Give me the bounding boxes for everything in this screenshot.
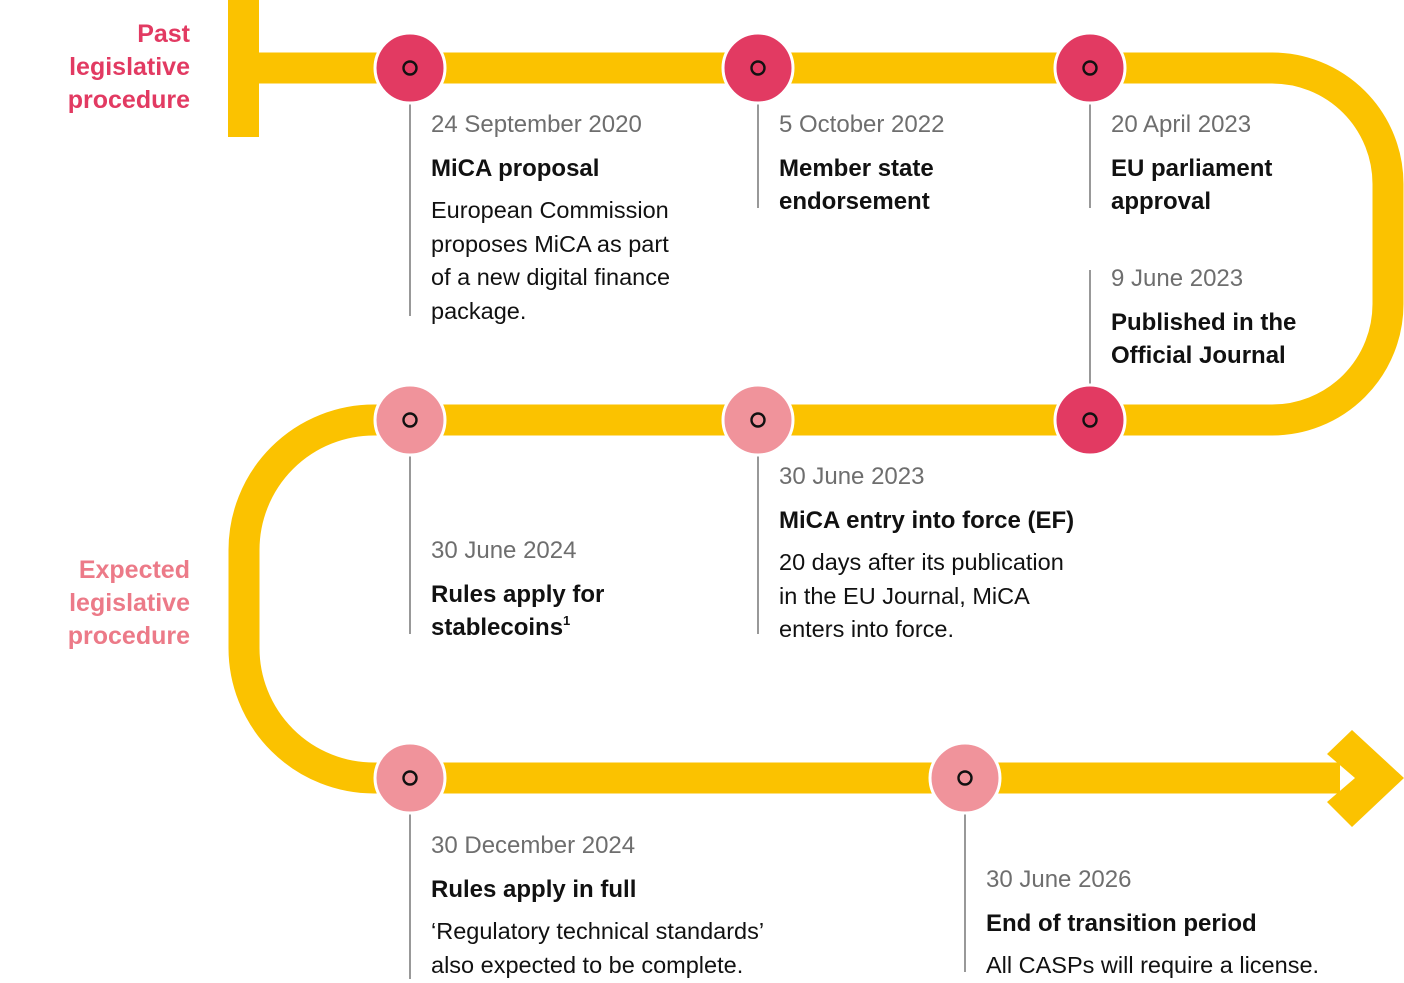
event-date: 30 June 2026: [986, 866, 1132, 893]
event-node-disc: [1053, 31, 1127, 105]
event-date: 5 October 2022: [779, 111, 945, 138]
event-node-0: [373, 31, 447, 105]
event-mica-proposal: 24 September 2020 MiCA proposal European…: [431, 111, 670, 328]
event-node-ring-icon: [402, 412, 418, 428]
event-node-2: [1053, 31, 1127, 105]
event-node-3: [1053, 383, 1127, 457]
event-node-5: [373, 383, 447, 457]
event-date: 24 September 2020: [431, 111, 642, 138]
event-node-disc: [721, 31, 795, 105]
event-title: Rules apply in full: [431, 876, 637, 903]
event-node-disc: [928, 741, 1002, 815]
event-end-of-transition: 30 June 2026 End of transition period Al…: [986, 866, 1319, 983]
event-published-official-journal: 9 June 2023 Published in the Official Jo…: [1111, 265, 1296, 372]
event-description: 20 days after its publication in the EU …: [779, 549, 1064, 642]
event-node-6: [373, 741, 447, 815]
event-node-disc: [721, 383, 795, 457]
event-description: All CASPs will require a license.: [986, 952, 1320, 978]
event-node-disc: [373, 741, 447, 815]
event-node-disc: [373, 31, 447, 105]
phase-label-past: Past legislative procedure: [67, 20, 190, 114]
event-rules-apply-in-full: 30 December 2024 Rules apply in full ‘Re…: [431, 832, 764, 982]
event-title: Member state endorsement: [779, 155, 934, 215]
event-node-4: [721, 383, 795, 457]
event-rules-apply-stablecoins: 30 June 2024 Rules apply for stablecoins…: [431, 537, 604, 644]
event-node-disc: [1053, 383, 1127, 457]
event-node-7: [928, 741, 1002, 815]
event-title: Rules apply for stablecoins1: [431, 581, 605, 641]
footnote-marker: 1: [563, 613, 571, 628]
event-date: 30 June 2024: [431, 537, 577, 564]
event-date: 9 June 2023: [1111, 265, 1244, 292]
event-node-1: [721, 31, 795, 105]
event-node-ring-icon: [1082, 412, 1098, 428]
timeline-arrow-head: [1327, 730, 1404, 827]
event-date: 20 April 2023: [1111, 111, 1252, 138]
event-node-ring-icon: [1082, 60, 1098, 76]
event-eu-parliament-approval: 20 April 2023 EU parliament approval: [1111, 111, 1272, 218]
event-node-ring-icon: [750, 60, 766, 76]
event-node-disc: [373, 383, 447, 457]
event-node-ring-icon: [957, 770, 973, 786]
event-title: EU parliament approval: [1111, 155, 1273, 215]
event-member-state-endorsement: 5 October 2022 Member state endorsement: [779, 111, 944, 218]
event-mica-entry-into-force: 30 June 2023 MiCA entry into force (EF) …: [779, 463, 1074, 647]
event-node-ring-icon: [402, 770, 418, 786]
event-title: Published in the Official Journal: [1111, 309, 1297, 369]
phase-label-expected: Expected legislative procedure: [67, 556, 190, 650]
event-node-ring-icon: [750, 412, 766, 428]
event-node-ring-icon: [402, 60, 418, 76]
event-description: European Commission proposes MiCA as par…: [431, 197, 671, 324]
event-date: 30 June 2023: [779, 463, 925, 490]
event-title: End of transition period: [986, 910, 1257, 937]
event-title: MiCA entry into force (EF): [779, 507, 1075, 534]
event-title: MiCA proposal: [431, 155, 600, 182]
event-date: 30 December 2024: [431, 832, 636, 859]
event-description: ‘Regulatory technical standards’ also ex…: [431, 918, 765, 978]
